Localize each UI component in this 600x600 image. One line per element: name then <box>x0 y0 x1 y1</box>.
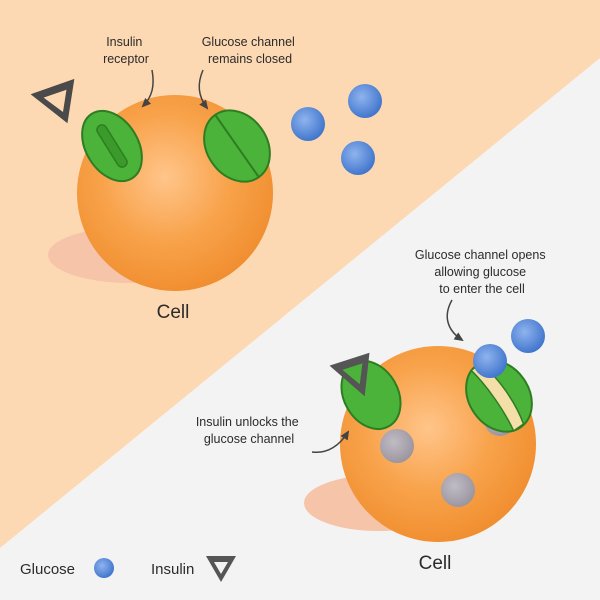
legend-glucose-icon <box>94 558 114 578</box>
glucose-channel-closed-label: Glucose channel remains closed <box>202 35 299 66</box>
glucose-molecule <box>511 319 545 353</box>
insulin-icon-docked <box>329 352 370 397</box>
glucose-molecule <box>348 84 382 118</box>
top-cell-label: Cell <box>157 302 190 323</box>
glucose-molecule <box>341 141 375 175</box>
glucose-molecule-entering <box>473 344 507 378</box>
legend-insulin-icon <box>206 556 236 582</box>
arrow-insulin-unlocks <box>311 430 350 453</box>
legend: Glucose Insulin <box>20 556 236 582</box>
legend-insulin-label: Insulin <box>151 561 194 578</box>
arrow-insulin-receptor <box>141 69 154 108</box>
arrow-channel-opens <box>446 299 464 342</box>
insulin-receptor-label: Insulin receptor <box>103 35 149 66</box>
insulin-unlocks-label: Insulin unlocks the glucose channel <box>196 415 302 446</box>
legend-glucose-label: Glucose <box>20 561 75 578</box>
insulin-receptor-closed <box>81 109 143 183</box>
insulin-icon-top <box>30 78 75 124</box>
glucose-channel-closed <box>203 109 271 183</box>
top-panel: Insulin receptor Glucose channel remains… <box>30 35 382 323</box>
bottom-cell-label: Cell <box>419 553 452 574</box>
glucose-channel-opens-label: Glucose channel opens allowing glucose t… <box>415 248 549 296</box>
bottom-panel: Glucose channel opens allowing glucose t… <box>196 248 549 574</box>
glucose-inside-cell <box>441 473 475 507</box>
arrow-glucose-channel-closed <box>198 69 209 110</box>
glucose-inside-cell <box>380 429 414 463</box>
glucose-channel-open <box>465 359 533 433</box>
glucose-molecule <box>291 107 325 141</box>
